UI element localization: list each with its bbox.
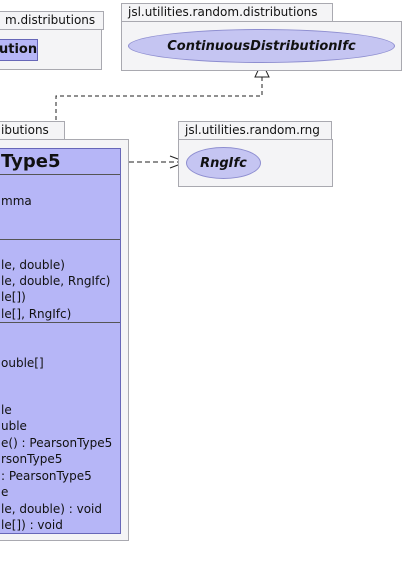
method-row (1, 339, 120, 355)
method-row: : PearsonType5 (1, 469, 92, 483)
package-tab-distributions: jsl.utilities.random.distributions (121, 3, 333, 22)
interface-name: ContinuousDistributionIfc (167, 38, 356, 54)
interface-rng-ifc[interactable]: RngIfc (186, 147, 261, 179)
constructor-row: le[]) (1, 290, 26, 304)
field-row: mma (1, 194, 32, 208)
class-divider-title (0, 174, 120, 175)
method-row: rsonType5 (1, 452, 63, 466)
package-name: ibutions (1, 123, 49, 137)
method-row (1, 387, 120, 403)
method-row: uble (1, 419, 27, 433)
interface-continuous-distribution-ifc[interactable]: ContinuousDistributionIfc (128, 29, 395, 63)
class-divider-fields (0, 239, 120, 240)
partial-class-name: ution (0, 42, 38, 57)
interface-name: RngIfc (200, 155, 247, 171)
constructor-row: le[], RngIfc) (1, 307, 72, 321)
package-name: m.distributions (5, 13, 96, 27)
class-pearson-type5[interactable]: Type5 mma le, double) le, double, RngIfc… (0, 148, 121, 534)
method-row: e() : PearsonType5 (1, 436, 113, 450)
method-row: ouble[] (1, 356, 44, 370)
package-name: jsl.utilities.random.rng (185, 123, 320, 137)
constructor-row: le, double, RngIfc) (1, 274, 111, 288)
constructor-row: le, double) (1, 258, 65, 272)
method-row: le (1, 403, 12, 417)
method-row: le, double) : void (1, 502, 102, 516)
package-tab-left-mid: ibutions (0, 121, 65, 140)
realization-connector (55, 76, 263, 148)
package-tab-left-top: m.distributions (0, 11, 104, 30)
method-row: le[]) : void (1, 518, 63, 532)
package-tab-rng: jsl.utilities.random.rng (178, 121, 332, 140)
package-name: jsl.utilities.random.distributions (128, 5, 318, 19)
class-title: Type5 (1, 151, 61, 172)
method-row (1, 371, 120, 387)
class-divider-constructors (0, 322, 120, 323)
partial-class-box[interactable]: ution (0, 39, 38, 61)
method-row: e (1, 485, 9, 499)
